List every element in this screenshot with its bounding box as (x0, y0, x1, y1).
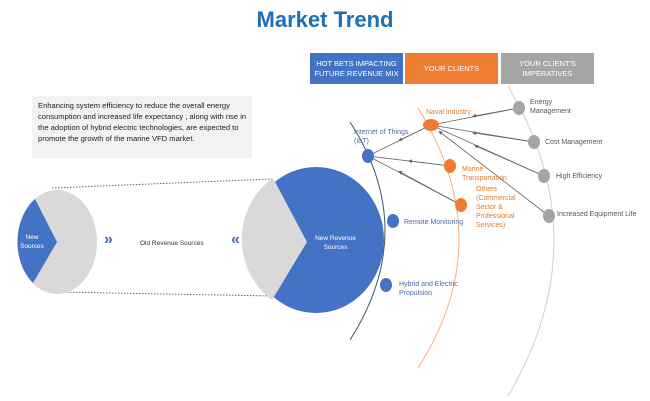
right-pie-label: New Revenue Sources (315, 235, 356, 251)
dotted-connector-bottom (57, 291, 273, 297)
label-increased-equipment-life: Increased Equipment Life (557, 211, 637, 218)
node-others (455, 198, 467, 212)
old-revenue-label: Old Revenue Sources (140, 240, 204, 247)
connector-arrows (367, 107, 550, 217)
left-pie-new-slice (17, 199, 57, 283)
right-pie-old-slice (241, 178, 307, 300)
node-hybrid-propulsion (380, 278, 392, 292)
label-energy-management: Energy Management (530, 99, 571, 115)
label-remote-monitoring: Remote Monitoring (404, 219, 464, 226)
node-iot (362, 149, 374, 163)
node-high-efficiency (538, 169, 550, 183)
imperatives-arc (507, 85, 555, 397)
clients-arc (417, 107, 460, 369)
label-high-efficiency: High Efficiency (556, 173, 603, 180)
chevron-right-icon: » (104, 231, 113, 248)
node-marine-transportation (444, 159, 456, 173)
label-iot: Internet of Things (IoT) (354, 129, 409, 145)
header-hot-bets: HOT BETS IMPACTING FUTURE REVENUE MIX (310, 53, 403, 84)
summary-note: Enhancing system efficiency to reduce th… (32, 96, 252, 158)
label-cost-management: Cost Management (545, 139, 603, 146)
label-hybrid-propulsion: Hybrid and Electric Propulsion (399, 281, 458, 297)
label-naval-industry: Naval Industry (426, 109, 471, 116)
chevron-left-icon: « (231, 231, 240, 248)
header-your-clients: YOUR CLIENTS (405, 53, 498, 84)
left-pie-label: New Sources (20, 234, 44, 250)
node-cost-management (528, 135, 540, 149)
node-naval-industry (423, 119, 439, 131)
dotted-connector-top (51, 178, 273, 189)
node-increased-equipment-life (543, 209, 555, 223)
hot-bets-arc (349, 121, 386, 341)
node-remote-monitoring (387, 214, 399, 228)
node-energy-management (513, 101, 525, 115)
label-marine-transportation: Marine Transportation (462, 166, 507, 182)
label-others: Others (Commercial Sector & Professional… (476, 186, 516, 229)
page-title: Market Trend (256, 7, 394, 32)
header-imperatives: YOUR CLIENT'S IMPERATIVES (501, 53, 594, 84)
